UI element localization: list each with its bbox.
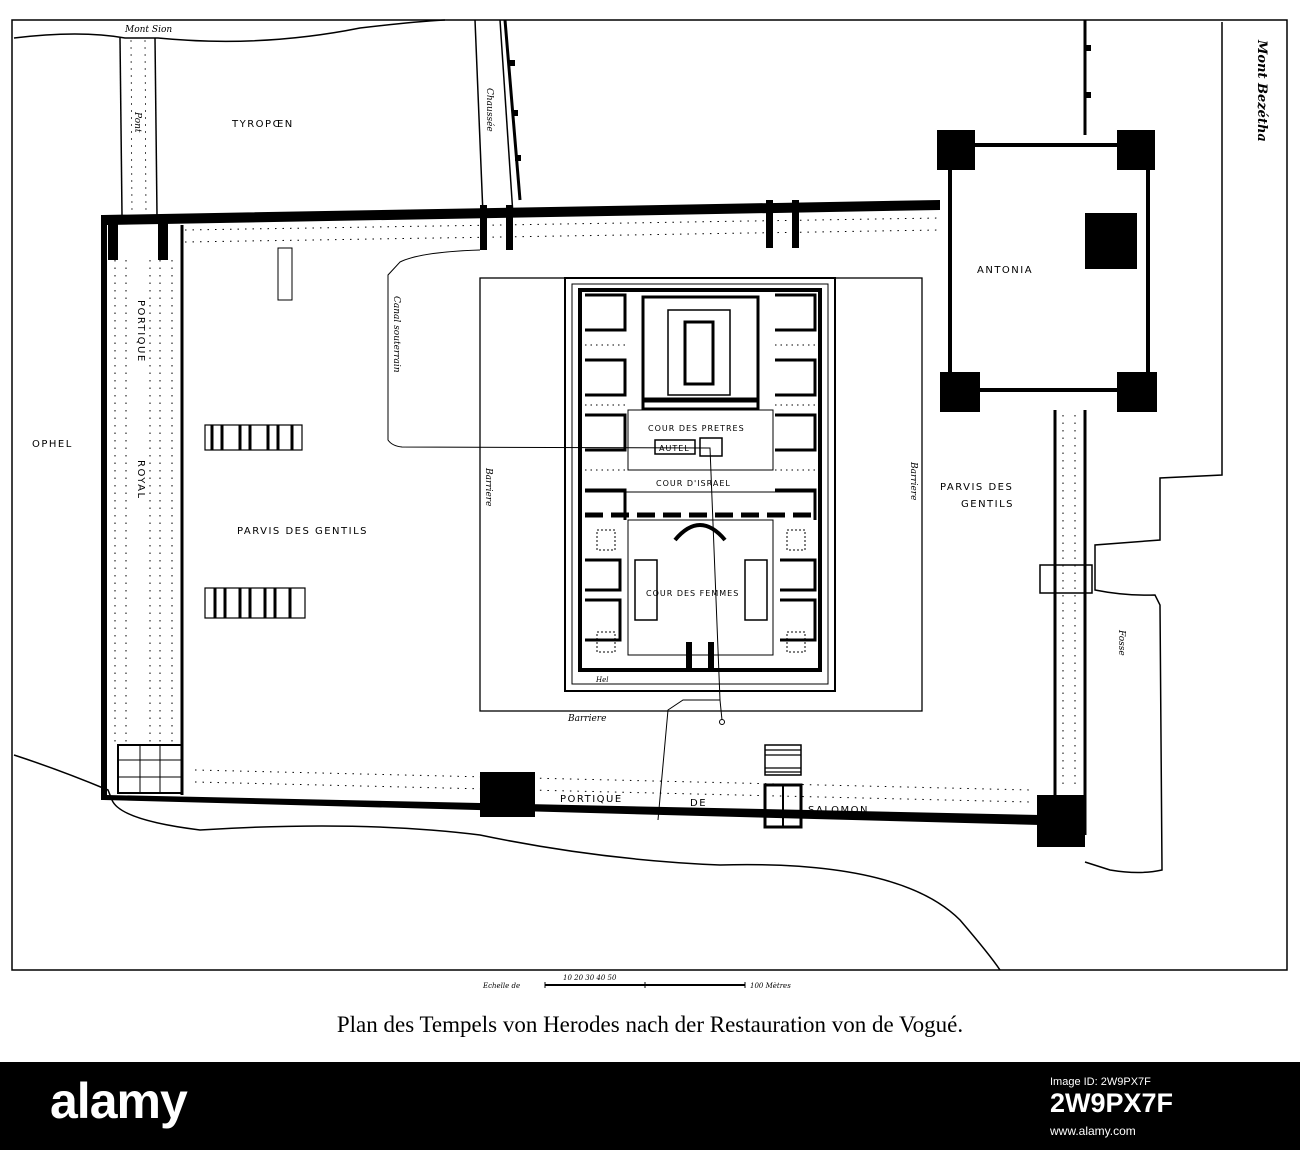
label-chaussee: Chaussée: [484, 88, 495, 132]
south-stair: [763, 744, 803, 829]
antonia-fortress: [937, 130, 1157, 412]
scale-bar: [544, 982, 746, 988]
canal-line: [387, 249, 721, 821]
label-royal: ROYAL: [135, 460, 146, 500]
label-ophel: OPHEL: [32, 439, 73, 450]
label-autel: AUTEL: [659, 444, 690, 453]
label-tyropoen: TYROPŒN: [231, 119, 294, 130]
plan-frame: [11, 19, 1288, 971]
label-cour-femmes: COUR DES FEMMES: [646, 589, 739, 598]
watermark-bar: alamy Image ID: 2W9PX7F 2W9PX7F www.alam…: [0, 1062, 1300, 1150]
east-gate: [1039, 564, 1093, 594]
barrier-soreg: [479, 277, 923, 712]
label-barriere-south: Barriere: [567, 714, 606, 724]
watermark-id-label: Image ID: 2W9PX7F: [1050, 1076, 1151, 1088]
label-barriere-west: Barriere: [483, 467, 493, 506]
label-mont-sion: Mont Sion: [124, 25, 172, 35]
label-parvis-east-1: PARVIS DES: [940, 482, 1013, 493]
label-parvis-west: PARVIS DES GENTILS: [237, 526, 368, 537]
label-cour-pretres: COUR DES PRETRES: [648, 424, 745, 433]
terrain-contour-south: [13, 754, 1001, 971]
bridge-pont: [119, 37, 158, 216]
plan-caption: Plan des Tempels von Herodes nach der Re…: [336, 1012, 964, 1037]
inner-temple: [564, 277, 836, 692]
label-portique: PORTIQUE: [135, 300, 146, 363]
label-portique-salomon-2: DE: [690, 798, 707, 809]
stair-blocks: [204, 247, 306, 619]
south-tower-west: [480, 772, 535, 817]
terrain-contour-north: [13, 19, 446, 43]
label-hel: Hel: [595, 676, 609, 684]
south-tower-east: [1037, 795, 1085, 847]
watermark-url: www.alamy.com: [1050, 1124, 1136, 1138]
causeway-chaussee: [474, 19, 1091, 216]
watermark-brand-logo: alamy: [50, 1073, 188, 1129]
label-portique-salomon-1: PORTIQUE: [560, 794, 623, 805]
north-gates: [108, 200, 799, 260]
label-canal-souterrain: Canal souterrain: [391, 296, 401, 373]
label-portique-salomon-3: SALOMON: [808, 805, 869, 816]
label-cour-israel: COUR D'ISRAEL: [656, 479, 731, 488]
label-barriere-east: Barriere: [908, 461, 918, 500]
label-scale-numbers: 10 20 30 40 50: [563, 974, 617, 982]
terrain-contour-east: [1084, 22, 1223, 874]
watermark-image-id: 2W9PX7F: [1050, 1088, 1174, 1118]
label-parvis-east-2: GENTILS: [961, 499, 1014, 510]
southwest-tower: [117, 744, 183, 794]
label-scale-right: 100 Mètres: [750, 982, 791, 990]
watermark-id-panel: Image ID: 2W9PX7F 2W9PX7F www.alamy.com: [1030, 1062, 1300, 1150]
temple-plan-drawing: Mont Sion TYROPŒN Pont Chaussée Mont Bez…: [11, 19, 1288, 990]
label-antonia: ANTONIA: [977, 265, 1033, 276]
label-pont: Pont: [132, 111, 142, 133]
label-mont-bezetha: Mont Bezétha: [1254, 39, 1269, 142]
label-scale-left: Echelle de: [482, 982, 520, 990]
label-fosse: Fosse: [1116, 629, 1126, 656]
colonnade-dots: [114, 217, 1076, 803]
